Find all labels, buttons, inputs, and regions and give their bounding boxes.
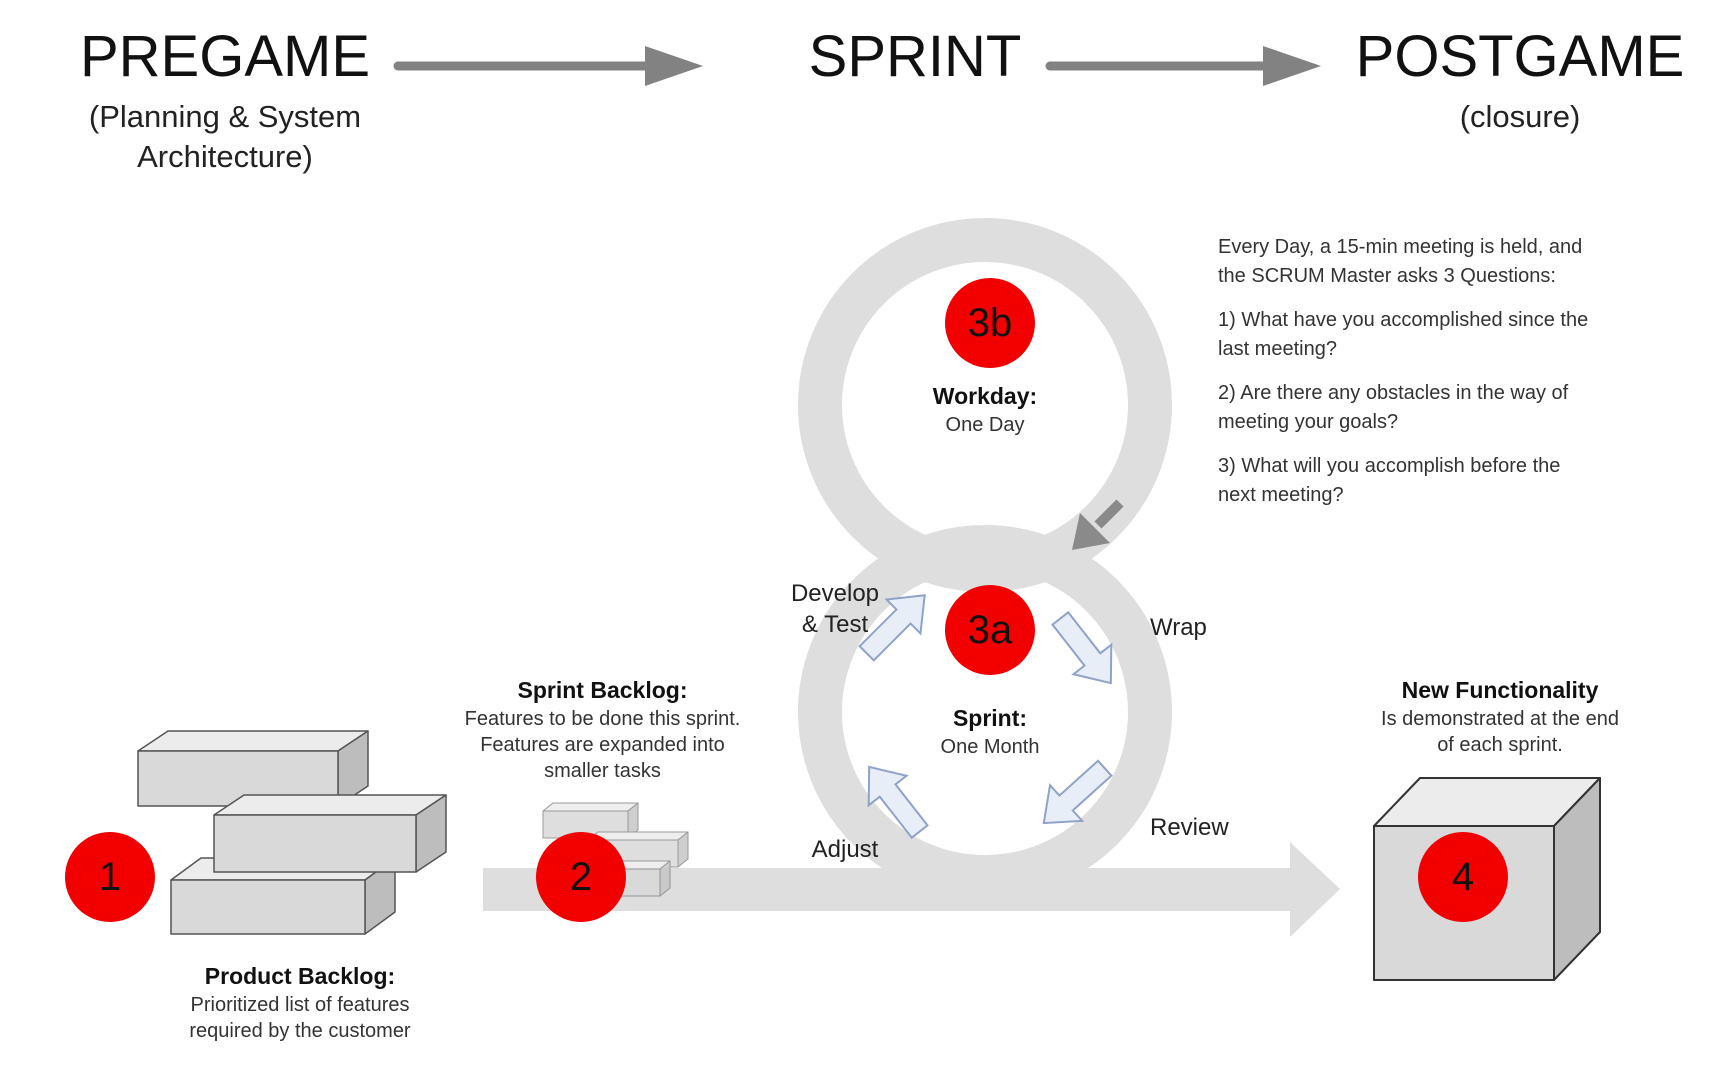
sprint-backlog-line3: smaller tasks xyxy=(544,759,661,782)
step-1-marker: 1 xyxy=(65,832,155,922)
workday-label: Workday: One Day xyxy=(885,382,1085,438)
review-arrow xyxy=(1042,759,1113,825)
postgame-title: POSTGAME xyxy=(1355,24,1685,89)
pregame-title: PREGAME xyxy=(79,24,371,89)
adjust-label: Adjust xyxy=(811,836,879,863)
question-2-line2: meeting your goals? xyxy=(1218,411,1399,433)
pregame-subtitle-line2: Architecture) xyxy=(137,139,313,174)
step-4-marker: 4 xyxy=(1418,832,1508,922)
daily-intro-line1: Every Day, a 15-min meeting is held, and xyxy=(1218,236,1583,258)
develop-label-line1: Develop xyxy=(790,580,880,607)
step-2-marker: 2 xyxy=(536,832,626,922)
review-label: Review xyxy=(1150,814,1229,841)
new-functionality-line1: Is demonstrated at the end xyxy=(1381,707,1619,730)
question-3-line2: next meeting? xyxy=(1218,484,1344,506)
sprint-backlog-label: Sprint Backlog: Features to be done this… xyxy=(425,676,780,784)
product-backlog-boxes xyxy=(137,730,447,935)
sprint-cycle-title: Sprint: xyxy=(952,705,1028,731)
pregame-subtitle-line1: (Planning & System xyxy=(88,99,362,134)
daily-meeting-note: Every Day, a 15-min meeting is held, and… xyxy=(1218,233,1698,525)
pregame-to-sprint-arrow xyxy=(393,46,703,86)
sprint-to-postgame-arrow xyxy=(1045,46,1321,86)
sprint-backlog-title: Sprint Backlog: xyxy=(517,677,688,703)
new-functionality-label: New Functionality Is demonstrated at the… xyxy=(1330,676,1670,758)
sprint-backlog-line2: Features are expanded into xyxy=(480,733,725,756)
step-3a-marker: 3a xyxy=(945,585,1035,675)
product-backlog-title: Product Backlog: xyxy=(204,963,396,989)
sprint-backlog-line1: Features to be done this sprint. xyxy=(464,707,741,730)
daily-intro-line2: the SCRUM Master asks 3 Questions: xyxy=(1218,265,1556,287)
sprint-cycle-subtitle: One Month xyxy=(940,735,1040,758)
sprint-loop xyxy=(798,525,1172,899)
workday-title: Workday: xyxy=(932,383,1038,409)
new-functionality-title: New Functionality xyxy=(1401,677,1599,703)
wrap-arrow xyxy=(1051,610,1113,685)
develop-label-line2: & Test xyxy=(801,611,869,639)
question-2-line1: 2) Are there any obstacles in the way of xyxy=(1218,382,1569,404)
question-3-line1: 3) What will you accomplish before the xyxy=(1218,455,1561,477)
product-backlog-line1: Prioritized list of features xyxy=(190,993,410,1016)
daily-entry-arrow xyxy=(1072,499,1124,550)
product-backlog-line2: required by the customer xyxy=(189,1019,411,1042)
sprint-title: SPRINT xyxy=(808,24,1022,89)
sprint-backlog-boxes xyxy=(542,802,689,897)
postgame-subtitle: (closure) xyxy=(1459,99,1581,134)
develop-test-label: Develop & Test xyxy=(770,578,900,640)
question-1-line2: last meeting? xyxy=(1218,338,1337,360)
adjust-arrow xyxy=(867,765,929,840)
product-backlog-label: Product Backlog: Prioritized list of fea… xyxy=(140,962,460,1044)
develop-arrow xyxy=(858,594,926,662)
workday-loop xyxy=(798,218,1172,592)
sprint-cycle-label: Sprint: One Month xyxy=(890,704,1090,760)
new-functionality-cube xyxy=(1373,777,1601,981)
new-functionality-line2: of each sprint. xyxy=(1437,733,1563,756)
question-1-line1: 1) What have you accomplished since the xyxy=(1218,309,1589,331)
workday-subtitle: One Day xyxy=(945,413,1025,436)
step-3b-marker: 3b xyxy=(945,278,1035,368)
wrap-label: Wrap xyxy=(1150,614,1207,641)
